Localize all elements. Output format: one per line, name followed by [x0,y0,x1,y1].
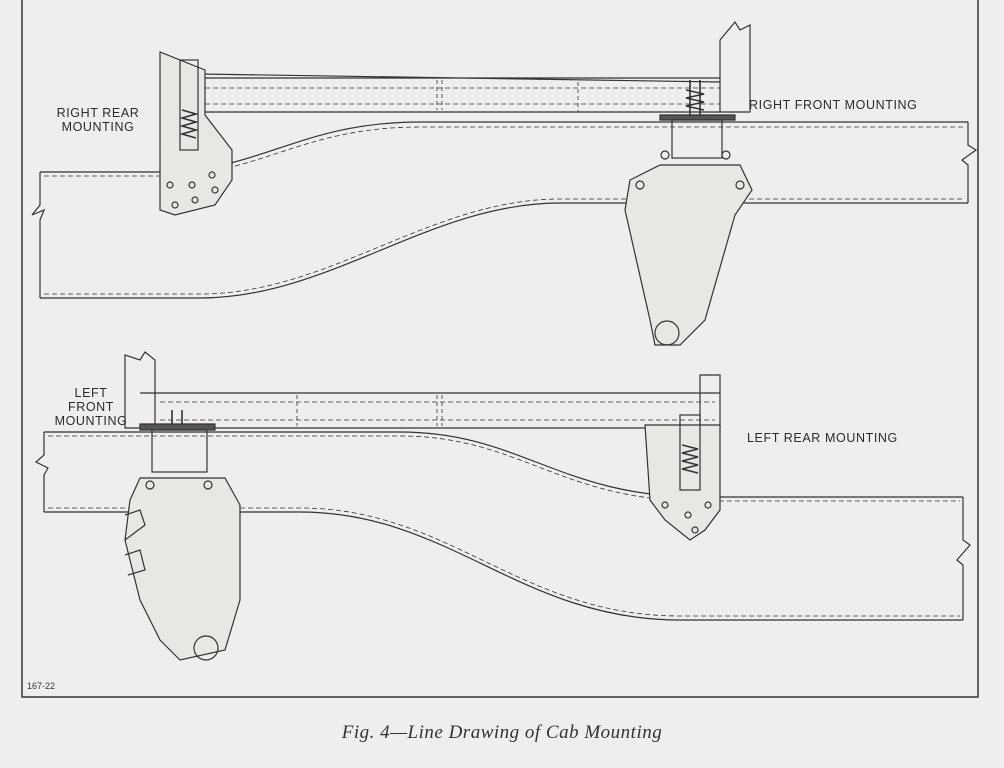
label-line: RIGHT REAR [56,106,140,120]
label-line: FRONT [67,400,115,414]
right-rear-bracket [159,51,233,216]
drawing-border [21,0,979,698]
figure-caption: Fig. 4—Line Drawing of Cab Mounting [341,722,663,743]
upper-cab-sill [160,20,751,113]
left-rear-bracket [644,414,721,541]
lower-cab-sill [124,351,721,429]
label-line: MOUNTING [54,414,128,428]
label-line: MOUNTING [61,120,135,134]
label-left-front-mounting: LEFT FRONT MOUNTING [48,386,134,428]
label-right-rear-mounting: RIGHT REAR MOUNTING [48,106,148,134]
label-line: LEFT [74,386,108,400]
right-front-bracket [624,80,753,346]
left-front-bracket [124,410,241,661]
label-right-front-mounting: RIGHT FRONT MOUNTING [749,98,918,112]
label-left-rear-mounting: LEFT REAR MOUNTING [747,431,898,445]
figure-number: 167-22 [27,681,56,691]
